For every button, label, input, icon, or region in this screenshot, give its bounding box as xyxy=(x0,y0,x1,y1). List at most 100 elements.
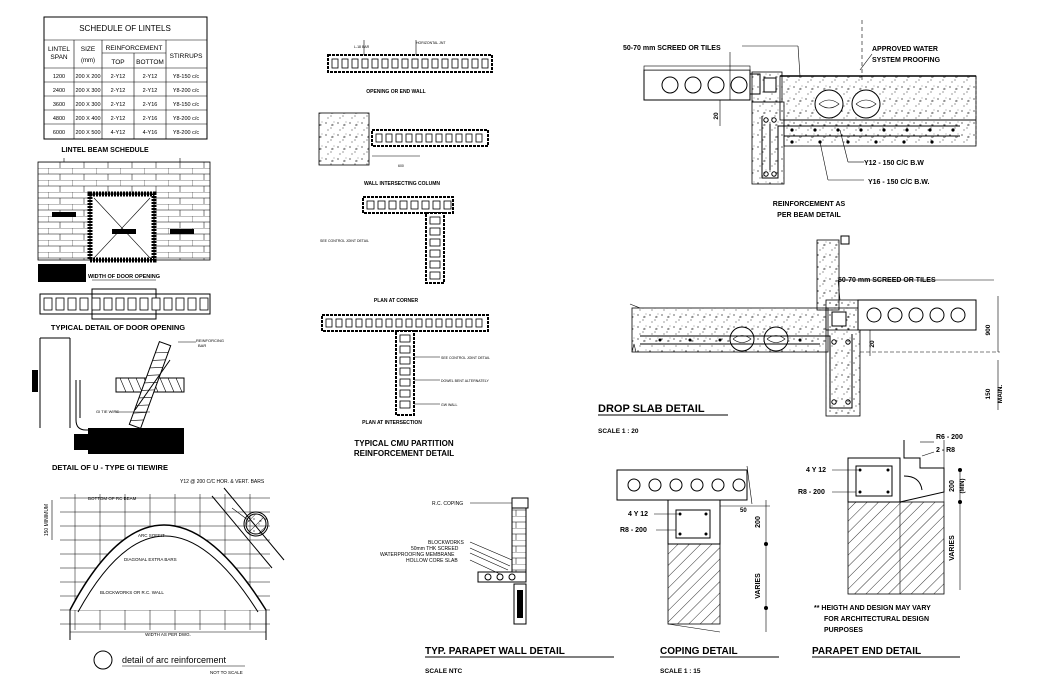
block-cell xyxy=(435,133,443,143)
slab-screed-label: 50-70 mm SCREED OR TILES xyxy=(623,45,721,52)
table-cell: Y8-200 c/c xyxy=(173,116,200,122)
block-cell xyxy=(443,200,452,210)
parapet-end-detail: R6 - 200 2 - R8 200 (MIN) VARIES 4 Y 12 … xyxy=(798,434,966,658)
cmu-dim: 600 xyxy=(398,164,404,168)
cmu-control-joint-1: SEE CONTROL JOINT DETAIL xyxy=(320,239,369,243)
header-bottom: BOTTOM xyxy=(136,59,164,66)
arc-subcaption: NOT TO SCALE xyxy=(210,670,243,675)
block-cell xyxy=(79,297,89,311)
table-cell: 200 X 500 xyxy=(75,130,100,136)
table-cell: 2-Y12 xyxy=(111,88,126,94)
block-cell xyxy=(429,249,441,258)
slab-reinf-1: REINFORCEMENT AS xyxy=(773,201,846,208)
parapet-coping-label: R.C. COPING xyxy=(432,501,463,507)
block-cell xyxy=(385,318,393,328)
block-cell xyxy=(481,58,489,69)
arc-min-label: 150 MINIMUM xyxy=(44,504,50,536)
block-cell xyxy=(187,297,197,311)
block-cell xyxy=(445,318,453,328)
tiewire-ref: REINFORCING xyxy=(196,338,224,343)
block-cell xyxy=(67,297,77,311)
block-cell xyxy=(377,200,386,210)
block-cell xyxy=(421,200,430,210)
block-cell xyxy=(385,133,393,143)
block-cell xyxy=(421,58,429,69)
block-cell xyxy=(429,271,441,280)
door-dim-label: WIDTH OF DOOR OPENING xyxy=(88,274,160,280)
arc-caption: detail of arc reinforcement xyxy=(122,655,227,665)
table-cell: 2-Y12 xyxy=(143,88,158,94)
cmu-annot-1: L-18 BAR xyxy=(354,45,370,49)
detail-marker-circle xyxy=(93,650,113,670)
parapet-membrane: WATERPROOFING MEMBRANE xyxy=(380,552,455,558)
block-cell xyxy=(431,58,439,69)
table-cell: Y8-200 c/c xyxy=(173,88,200,94)
block-cell xyxy=(351,58,359,69)
header-size-2: (mm) xyxy=(81,58,95,64)
table-cell: 2400 xyxy=(53,88,65,94)
door-opening-detail: WIDTH OF DOOR OPENING TYPICAL DETAIL OF … xyxy=(37,158,211,332)
block-cell xyxy=(405,133,413,143)
block-cell xyxy=(91,297,101,311)
block-cell xyxy=(441,58,449,69)
end-note-2: FOR ARCHITECTURAL DESIGN xyxy=(824,616,929,623)
block-cell xyxy=(365,318,373,328)
block-cell xyxy=(411,58,419,69)
drop-dim-900: 900 xyxy=(985,324,992,335)
coping-dim-50: 50 xyxy=(740,508,747,514)
block-cell xyxy=(375,133,383,143)
block-cell xyxy=(455,318,463,328)
parapet-caption: TYP. PARAPET WALL DETAIL xyxy=(425,646,565,657)
slab-beam-detail: 50-70 mm SCREED OR TILES APPROVED WATER … xyxy=(623,20,977,219)
cmu-end-wall-label: OPENING OR END WALL xyxy=(366,89,425,95)
block-cell xyxy=(425,318,433,328)
block-cell xyxy=(103,297,113,311)
block-cell xyxy=(345,318,353,328)
cmu-caption-1: TYPICAL CMU PARTITION xyxy=(354,439,453,448)
tiewire-caption: DETAIL OF U - TYPE GI TIEWIRE xyxy=(52,463,168,472)
slab-dim-20: 20 xyxy=(713,112,720,120)
block-cell xyxy=(405,318,413,328)
block-cell xyxy=(361,58,369,69)
block-cell xyxy=(399,356,411,365)
header-top: TOP xyxy=(111,59,124,66)
block-cell xyxy=(399,334,411,343)
end-r8: 2 - R8 xyxy=(936,447,955,454)
block-cell xyxy=(335,318,343,328)
block-cell xyxy=(461,58,469,69)
header-stirrups: STIRRUPS xyxy=(170,53,204,60)
block-cell xyxy=(151,297,161,311)
table-cell: 6000 xyxy=(53,130,65,136)
block-cell xyxy=(475,318,483,328)
table-cell: 4-Y12 xyxy=(111,130,126,136)
block-cell xyxy=(399,367,411,376)
block-cell xyxy=(410,200,419,210)
drop-main-label: MAIN. xyxy=(997,385,1004,404)
end-stirrup: R8 - 200 xyxy=(798,489,825,496)
coping-caption: COPING DETAIL xyxy=(660,646,738,657)
end-varies: VARIES xyxy=(949,535,956,561)
block-cell xyxy=(366,200,375,210)
block-cell xyxy=(465,318,473,328)
cmu-control-joint-2: SEE CONTROL JOINT DETAIL xyxy=(441,356,490,360)
table-cell: Y8-150 c/c xyxy=(173,102,200,108)
table-cell: 4-Y16 xyxy=(143,130,158,136)
block-cell xyxy=(399,378,411,387)
door-caption: TYPICAL DETAIL OF DOOR OPENING xyxy=(51,323,185,332)
block-cell xyxy=(395,318,403,328)
slab-reinf-2: PER BEAM DETAIL xyxy=(777,212,841,219)
block-cell xyxy=(429,227,441,236)
block-cell xyxy=(355,318,363,328)
slab-waterproof-1: APPROVED WATER xyxy=(872,46,938,53)
block-cell xyxy=(415,318,423,328)
table-cell: 2-Y12 xyxy=(111,116,126,122)
table-cell: 3600 xyxy=(53,102,65,108)
coping-scale: SCALE 1 : 15 xyxy=(660,668,701,675)
lintel-schedule-caption: LINTEL BEAM SCHEDULE xyxy=(61,147,149,154)
table-cell: 2-Y12 xyxy=(111,74,126,80)
block-cell xyxy=(381,58,389,69)
block-cell xyxy=(331,58,339,69)
block-cell xyxy=(429,216,441,225)
